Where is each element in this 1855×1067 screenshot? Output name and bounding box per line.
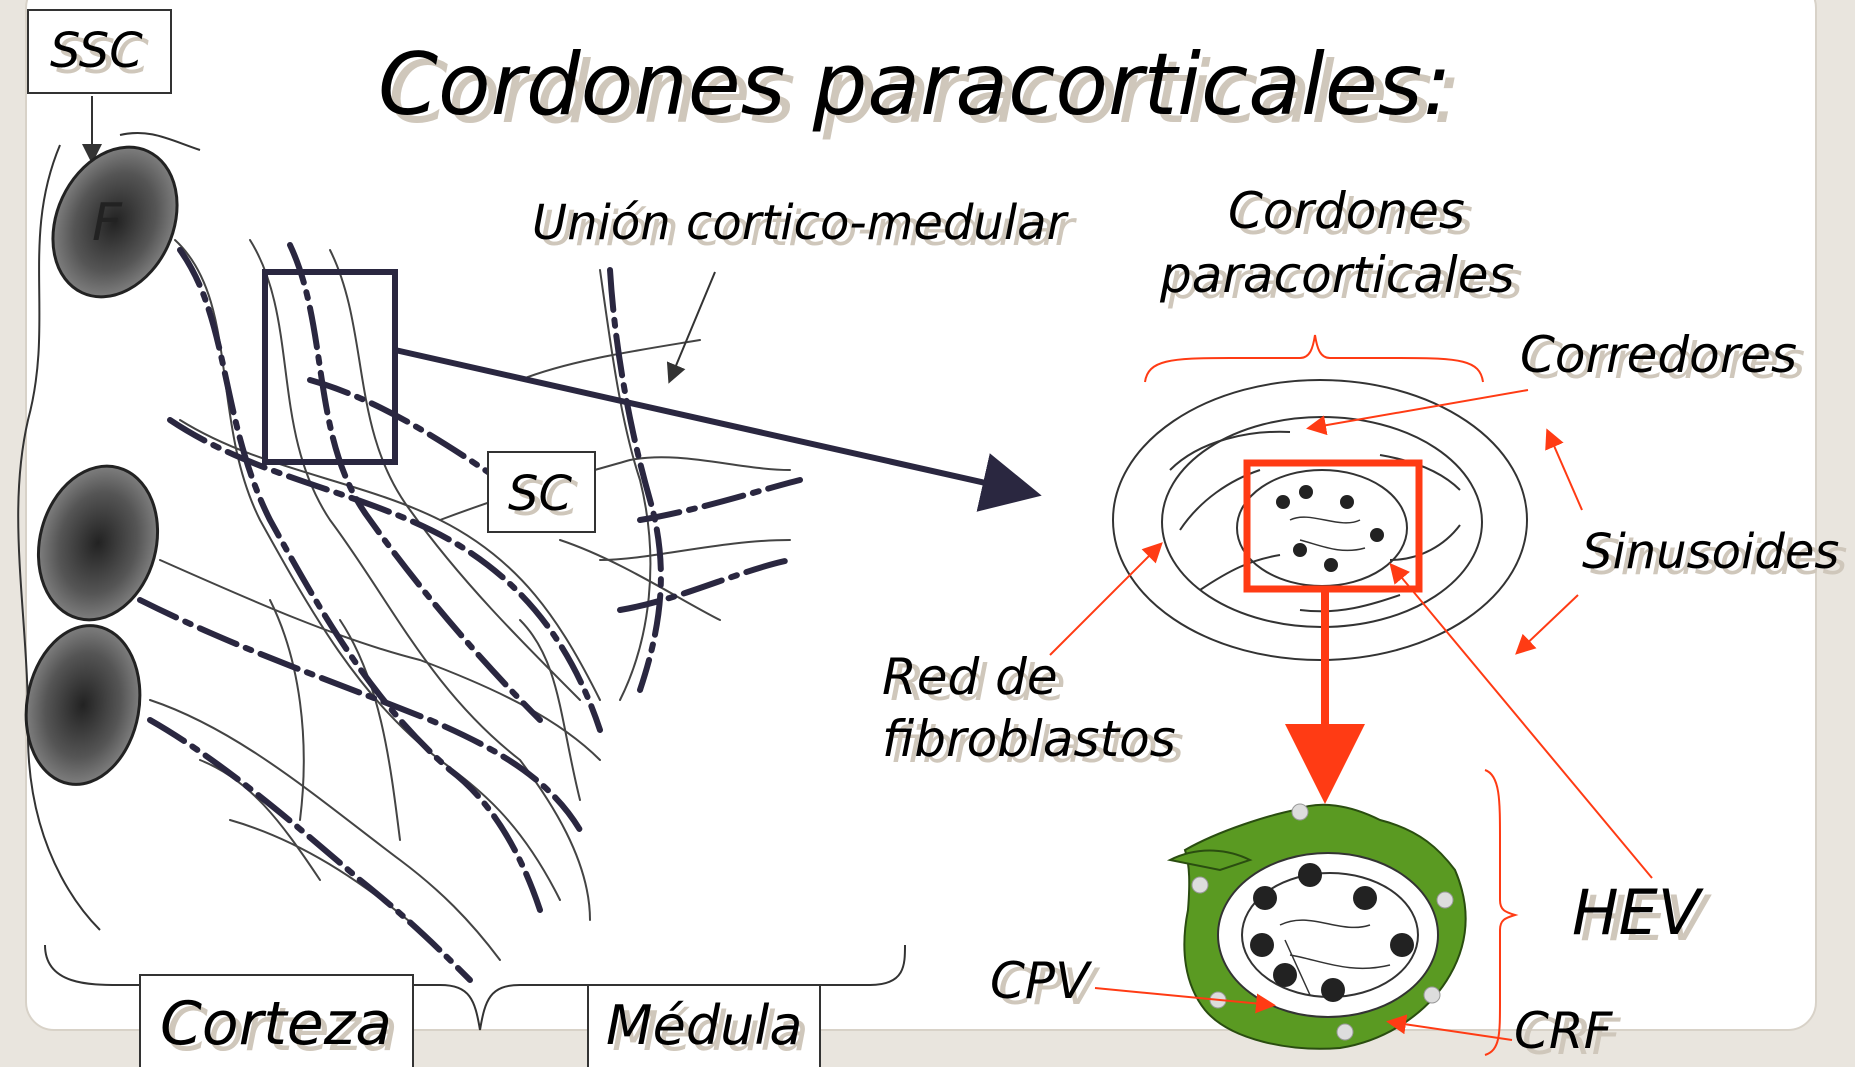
cordones-brace	[1144, 334, 1484, 383]
zoom-selection-box	[262, 269, 398, 465]
hev-detail	[1166, 803, 1467, 1050]
ssc-label-box: SSC SSC	[27, 9, 172, 164]
corteza-label: Corteza	[160, 989, 392, 1059]
svg-text:Cordones: Cordones	[1236, 188, 1473, 246]
svg-text:Corteza: Corteza	[166, 995, 398, 1065]
corredores-arrow	[1306, 389, 1529, 436]
svg-text:Corredores: Corredores	[1528, 332, 1805, 390]
red-fibroblastos-label-line1: Red de	[882, 648, 1058, 706]
svg-text:Sinusoides: Sinusoides	[1590, 530, 1847, 586]
cordones-label-line1: Cordones	[1228, 182, 1465, 240]
inset-hev	[1236, 469, 1408, 587]
svg-text:paracorticales: paracorticales	[1167, 252, 1523, 310]
follicles: F	[24, 145, 179, 786]
svg-text:CRF: CRF	[1522, 1008, 1622, 1066]
sinusoides-label: Sinusoides	[1582, 524, 1839, 580]
union-arrow	[666, 271, 716, 384]
sc-label: SC	[508, 466, 572, 522]
zoom-arrow	[394, 347, 1042, 512]
svg-text:fibroblastos: fibroblastos	[890, 716, 1184, 774]
crf-label: CRF	[1514, 1002, 1614, 1060]
sinusoides-arrow-down	[1515, 594, 1579, 655]
crf-arrow	[1386, 1014, 1513, 1041]
red-fibroblastos-arrow	[1049, 542, 1163, 656]
sc-label-box: SC SC	[487, 451, 596, 533]
corteza-label-box: Corteza Corteza	[139, 974, 414, 1067]
hev-selection-box	[1243, 459, 1423, 593]
medula-label: Médula	[606, 994, 802, 1057]
follicle-label: F	[92, 193, 123, 253]
union-cortico-medular-label: Unión cortico-medular	[532, 195, 1070, 251]
follicle-3	[24, 624, 142, 786]
svg-text:SC: SC	[514, 471, 578, 527]
sinus-network	[137, 239, 803, 983]
medula-label-box: Médula Médula	[587, 984, 821, 1067]
svg-text:Red de: Red de	[890, 654, 1066, 712]
follicle-1	[51, 145, 179, 299]
title-shadow: Cordones paracorticales:	[388, 43, 1462, 143]
svg-text:SSC: SSC	[56, 29, 149, 85]
slide-panel	[25, 0, 1817, 1031]
sinusoides-arrow-up	[1545, 428, 1583, 511]
cpv-arrow	[1094, 987, 1276, 1014]
ssc-label: SSC	[50, 23, 143, 79]
svg-text:HEV: HEV	[1580, 882, 1713, 955]
svg-text:Unión cortico-medular: Unión cortico-medular	[540, 201, 1078, 257]
lymph-node-sketch	[17, 131, 906, 1031]
svg-text:Médula: Médula	[612, 1000, 808, 1063]
follicle-2	[36, 464, 160, 622]
hev-brace	[1484, 769, 1519, 1056]
hev-pointer-arrow	[1389, 562, 1653, 879]
cpv-label: CPV	[990, 952, 1093, 1010]
corredores-label: Corredores	[1520, 326, 1797, 384]
svg-text:CPV: CPV	[998, 958, 1101, 1016]
page-title: Cordones paracorticales:	[378, 35, 1452, 135]
hev-label: HEV	[1572, 876, 1705, 949]
red-fibroblastos-label-line2: fibroblastos	[882, 710, 1176, 768]
cordones-label-line2: paracorticales	[1159, 246, 1515, 304]
